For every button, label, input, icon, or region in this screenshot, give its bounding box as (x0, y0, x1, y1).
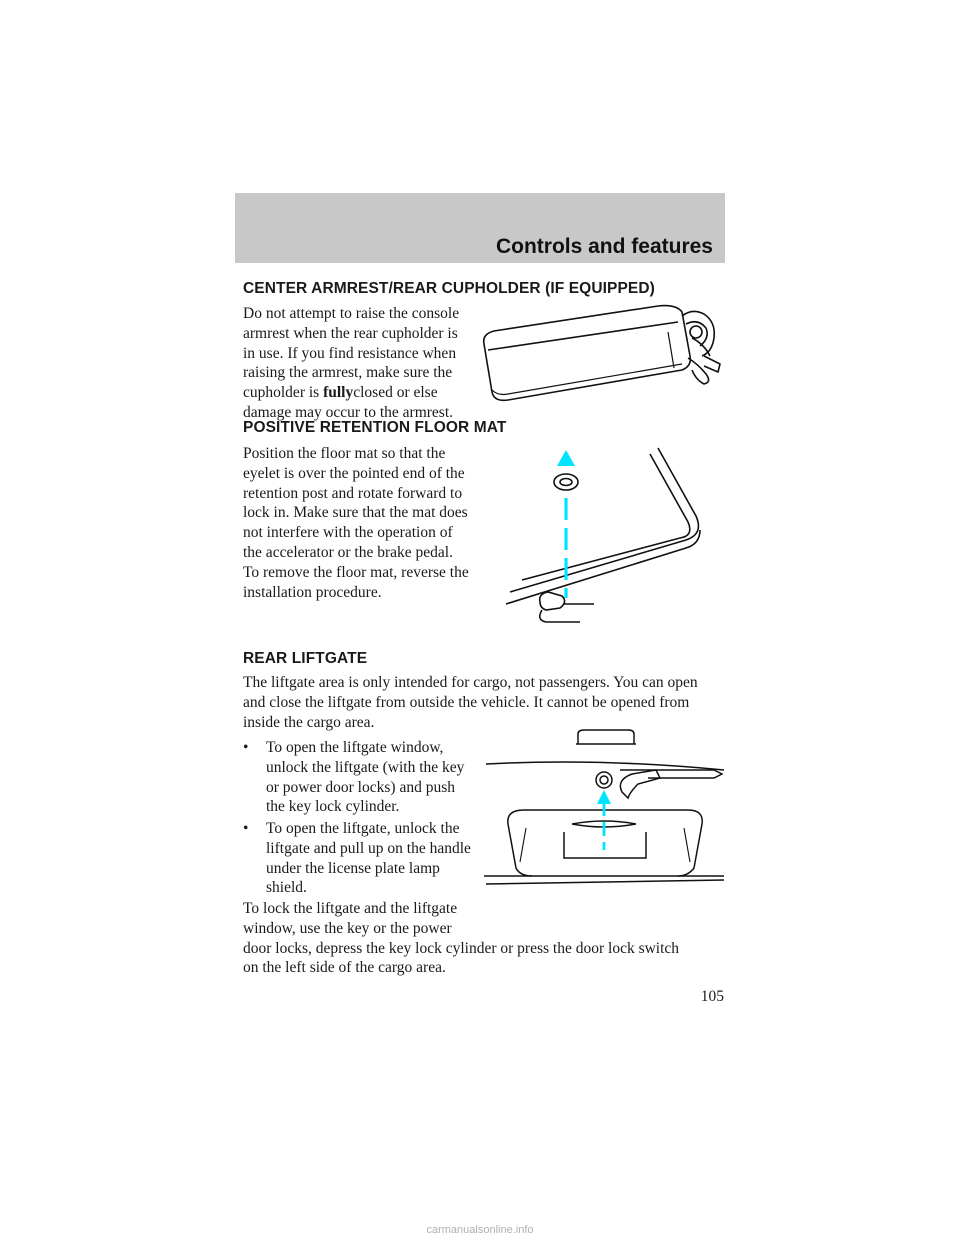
liftgate-intro-line: and close the liftgate from outside the … (243, 693, 690, 711)
bullet-line: liftgate and pull up on the handle (266, 839, 471, 857)
bullet-marker: • (243, 820, 249, 837)
page-number: 105 (700, 988, 724, 1005)
armrest-line-prefix: cupholder is (243, 384, 324, 402)
armrest-line: damage may occur to the armrest. (243, 403, 454, 421)
armrest-line: in use. If you find resistance when (243, 344, 457, 362)
liftgate-closing-line: To lock the liftgate and the liftgate (243, 900, 458, 917)
liftgate-closing-line: door locks, depress the key lock cylinde… (243, 939, 680, 957)
liftgate-heading: REAR LIFTGATE (243, 650, 368, 667)
armrest-line: cupholder is fullyclosed or else (243, 383, 459, 403)
bullet-line: To open the liftgate window, (266, 739, 444, 756)
armrest-heading: CENTER ARMREST/REAR CUPHOLDER (IF EQUIPP… (243, 280, 655, 297)
armrest-line-suffix: closed or else (353, 384, 438, 402)
liftgate-intro-line: inside the cargo area. (243, 713, 375, 731)
floormat-line: not interfere with the operation of (243, 524, 453, 542)
floormat-line: installation procedure. (243, 583, 382, 601)
floormat-heading: POSITIVE RETENTION FLOOR MAT (243, 419, 507, 436)
bullet-line: unlock the liftgate (with the key (266, 758, 465, 776)
floor-mat-illustration (505, 447, 701, 623)
armrest-paragraph: Do not attempt to raise the console armr… (243, 304, 459, 423)
floormat-line: lock in. Make sure that the mat does (243, 504, 468, 522)
floormat-line: the accelerator or the brake pedal. (243, 543, 453, 561)
bullet-line: the key lock cylinder. (266, 798, 400, 816)
armrest-cupholder-illustration (482, 304, 721, 402)
section-title: Controls and features (495, 235, 713, 258)
bullet-line: under the license plate lamp (266, 859, 440, 877)
bullet-line: To open the liftgate, unlock the (266, 820, 460, 837)
section-header-bar: Controls and features (235, 193, 725, 263)
floormat-paragraph: Position the floor mat so that the eyele… (243, 444, 469, 602)
bullet-item: • To open the liftgate, unlock the liftg… (243, 819, 471, 898)
armrest-emphasis: fully (323, 384, 354, 402)
liftgate-intro-line: The liftgate area is only intended for c… (243, 674, 698, 691)
armrest-line: Do not attempt to raise the console (243, 305, 460, 322)
footer-watermark: carmanualsonline.info (426, 1224, 534, 1236)
armrest-line: armrest when the rear cupholder is (243, 324, 458, 342)
liftgate-intro: The liftgate area is only intended for c… (243, 673, 723, 732)
armrest-line: raising the armrest, make sure the (243, 364, 453, 382)
liftgate-closing: To lock the liftgate and the liftgate wi… (243, 899, 723, 978)
floormat-line: eyelet is over the pointed end of the (243, 464, 465, 482)
bullet-item: • To open the liftgate window, unlock th… (243, 738, 464, 817)
bullet-line: shield. (266, 879, 307, 897)
liftgate-closing-line: on the left side of the cargo area. (243, 959, 446, 977)
floormat-line: Position the floor mat so that the (243, 445, 446, 462)
liftgate-illustration (484, 729, 725, 885)
floormat-line: retention post and rotate forward to (243, 484, 463, 502)
bullet-line: or power door locks) and push (266, 778, 455, 796)
liftgate-closing-line: window, use the key or the power (243, 919, 452, 937)
floormat-line: To remove the floor mat, reverse the (243, 563, 469, 581)
bullet-marker: • (243, 739, 249, 756)
